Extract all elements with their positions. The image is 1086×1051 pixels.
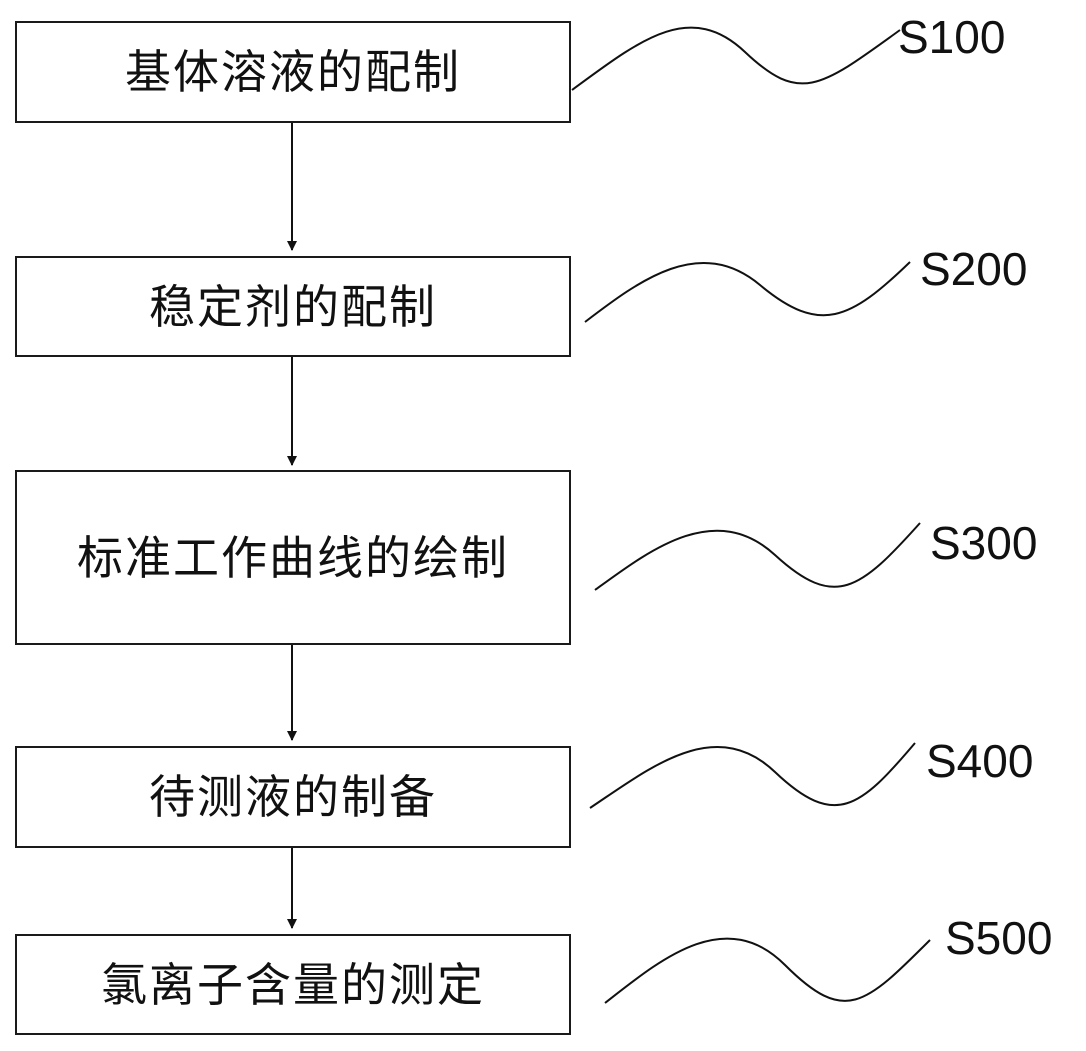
step-text-s200: 稳定剂的配制 <box>149 279 437 334</box>
leader-line-s200 <box>584 261 911 323</box>
step-label-s100: S100 <box>898 11 1006 63</box>
step-label-s500: S500 <box>945 912 1053 964</box>
step-box-s500: 氯离子含量的测定 <box>15 934 571 1035</box>
step-text-s100: 基体溶液的配制 <box>125 45 461 99</box>
step-box-s400: 待测液的制备 <box>15 746 571 848</box>
step-text-s500: 氯离子含量的测定 <box>101 957 485 1012</box>
leader-line-s300 <box>594 522 921 591</box>
leader-line-s500 <box>604 937 931 1004</box>
step-label-s300: S300 <box>930 517 1038 569</box>
step-text-s300: 标准工作曲线的绘制 <box>77 530 509 585</box>
step-label-s200: S200 <box>920 243 1028 295</box>
step-label-s400: S400 <box>926 735 1034 787</box>
step-box-s200: 稳定剂的配制 <box>15 256 571 357</box>
step-box-s100: 基体溶液的配制 <box>15 21 571 123</box>
leader-line-s100 <box>571 26 901 91</box>
step-text-s400: 待测液的制备 <box>149 770 437 824</box>
leader-line-s400 <box>589 742 916 809</box>
step-box-s300: 标准工作曲线的绘制 <box>15 470 571 645</box>
